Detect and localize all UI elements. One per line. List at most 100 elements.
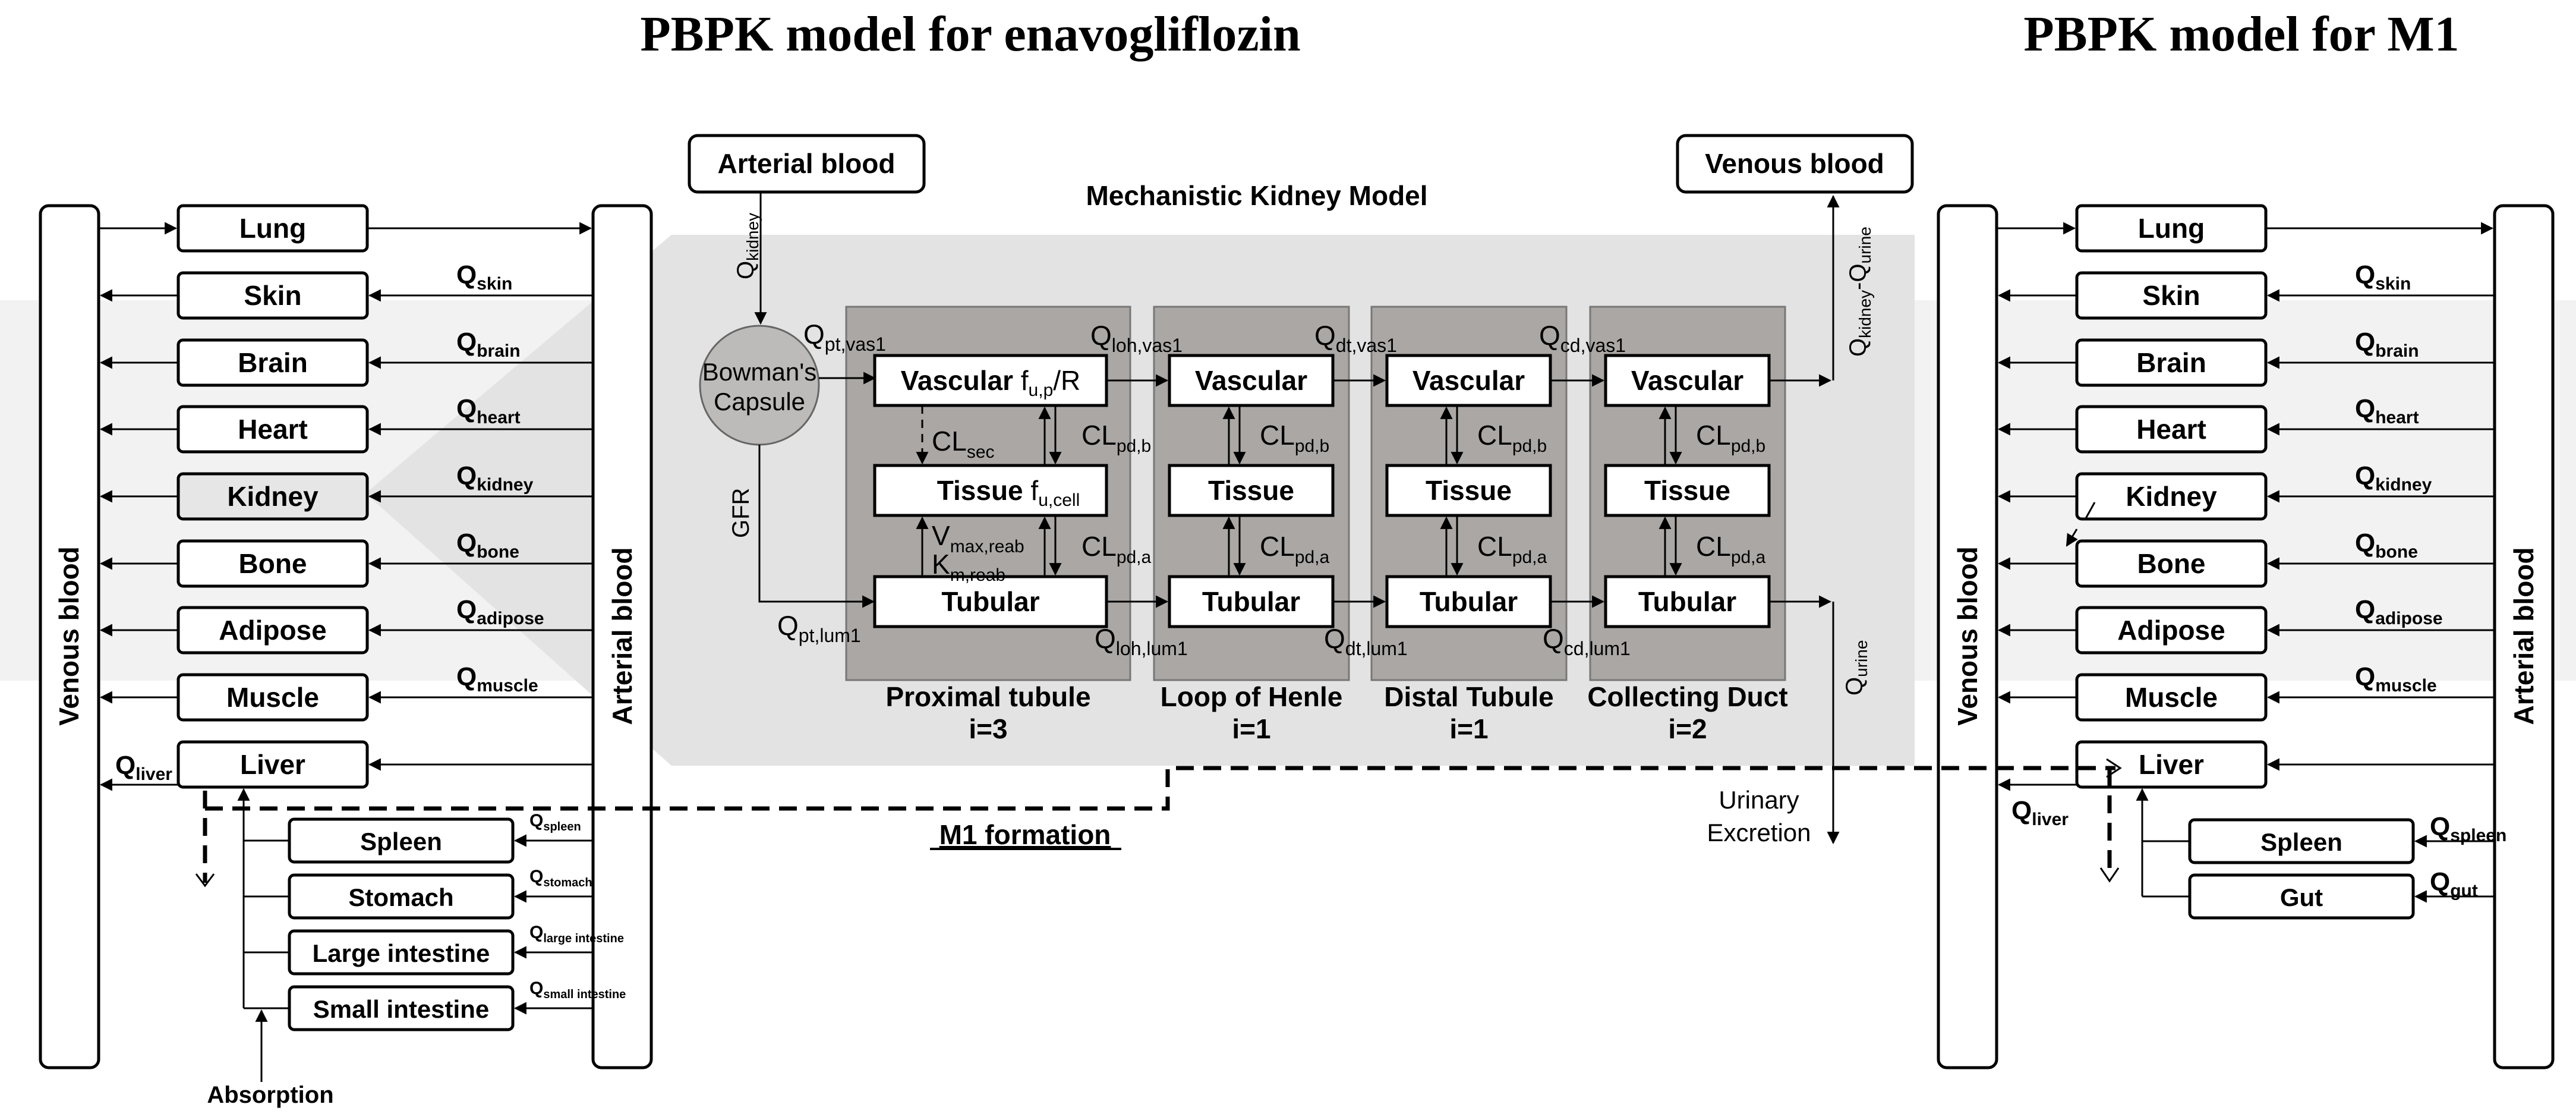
right-organ-list: LungSkinQskinBrainQbrainHeartQheartKidne… (1997, 204, 2495, 829)
pt-tissue-label: Tissue fu,cell (937, 475, 1080, 510)
pt-cl-pda-label: CLpd,a (1082, 531, 1152, 567)
loop-of-henle-i-label: i=1 (1232, 713, 1270, 744)
organ-skin-label: Skin (2142, 280, 2200, 311)
organ-liver-box (2075, 740, 2268, 789)
q-adipose-label: Qadipose (2355, 595, 2443, 628)
organ-adipose-label: Adipose (219, 615, 326, 646)
q-kidney-label: Qkidney (2355, 461, 2432, 495)
collecting-duct-q-lum1-label: Qcd,lum1 (1543, 623, 1631, 659)
distal-tubule-tubular-label: Tubular (1420, 586, 1518, 617)
left-arterial-column: Arterial blood (591, 204, 653, 1069)
right-kidney-arrow (2066, 528, 2078, 547)
loop-of-henle-q-lum1-label: Qloh,lum1 (1095, 623, 1188, 659)
q-muscle-label: Qmuscle (456, 662, 538, 696)
q-muscle-label: Qmuscle (2355, 662, 2437, 696)
title-main: PBPK model for enavogliflozin (640, 7, 1300, 62)
organ-bone-label: Bone (239, 548, 307, 579)
loop-of-henle-tissue-label: Tissue (1208, 475, 1294, 506)
urinary-line1: Urinary (1719, 786, 1799, 814)
pt-tubular-box (873, 575, 1108, 628)
title-m1: PBPK model for M1 (2023, 7, 2459, 62)
gfr-arrow (758, 445, 875, 608)
q-spleen-label: Qspleen (2430, 812, 2506, 845)
distal-tubule-name-label: Distal Tubule (1384, 681, 1553, 712)
right-kidney-mark (2085, 502, 2096, 519)
organ-muscle-label: Muscle (2125, 682, 2218, 713)
venous-blood-box: Venous blood (1676, 134, 1914, 194)
organ-liver-box (176, 740, 369, 789)
collecting-duct-q-vas1-label: Qcd,vas1 (1539, 320, 1626, 356)
q-bone-label: Qbone (456, 528, 519, 562)
gut-spleen-label: Spleen (2260, 828, 2342, 856)
gut-small-intestine-label: Small intestine (313, 995, 489, 1023)
organ-skin-label: Skin (244, 280, 301, 311)
collecting-duct-tissue-label: Tissue (1644, 475, 1730, 506)
m1-formation-label: M1 formation (939, 819, 1111, 850)
pt-cl-pdb-label: CLpd,b (1082, 420, 1151, 456)
pt-tubular-label: Tubular (941, 586, 1039, 617)
arterial-blood-box: Arterial blood (688, 134, 926, 194)
gut-stomach-label: Stomach (348, 883, 453, 911)
left-arterial-label: Arterial blood (607, 547, 638, 725)
q-heart-label: Qheart (456, 394, 521, 427)
collecting-duct-tissue-box (1604, 464, 1771, 517)
cl-sec-label: CLsec (932, 426, 995, 462)
distal-tubule-q-vas1-label: Qdt,vas1 (1314, 320, 1397, 356)
right-venous-label: Venous blood (1952, 546, 1983, 726)
km-label: Km,reab (932, 549, 1005, 585)
q-skin-label: Qskin (456, 260, 512, 294)
bowman-line1: Bowman's (702, 358, 816, 386)
gut-spleen-label: Spleen (360, 828, 442, 855)
q-heart-label: Qheart (2355, 394, 2419, 427)
urinary-line2: Excretion (1707, 819, 1811, 847)
q-liver-label: Qliver (115, 751, 172, 784)
q-kidney-label: Qkidney (733, 213, 762, 279)
organ-bone-label: Bone (2137, 548, 2206, 579)
loop-of-henle-tubular-box (1168, 575, 1335, 628)
collecting-duct-tubular-box (1604, 575, 1771, 628)
collecting-duct-i-label: i=2 (1668, 713, 1707, 744)
distal-tubule-vascular-label: Vascular (1412, 365, 1525, 396)
distal-tubule-tissue-label: Tissue (1426, 475, 1512, 506)
q-bone-label: Qbone (2355, 528, 2418, 562)
collecting-duct-cl-pdb-label: CLpd,b (1696, 420, 1765, 456)
distal-tubule-cl-pda-label: CLpd,a (1477, 531, 1547, 567)
q-gut-label: Qgut (2430, 867, 2478, 901)
m1-formation-dash (205, 766, 2115, 811)
pt-vascular-label: Vascular fu,p/R (901, 365, 1081, 400)
organ-adipose-label: Adipose (2117, 615, 2225, 646)
right-venous-column: Venous blood (1937, 204, 1998, 1069)
loop-of-henle-vascular-label: Vascular (1195, 365, 1307, 396)
q-adipose-label: Qadipose (456, 595, 544, 628)
pt-vascular-box (873, 354, 1108, 407)
q-stomach-label: Qstomach (529, 867, 592, 889)
gut-large-intestine-label: Large intestine (313, 939, 490, 967)
right-arterial-column: Arterial blood (2493, 204, 2555, 1069)
q-large-intestine-label: Qlarge intestine (529, 923, 624, 945)
q-liver-label: Qliver (2011, 796, 2069, 829)
organ-brain-label: Brain (2136, 347, 2206, 378)
q-brain-label: Qbrain (2355, 328, 2419, 361)
organ-heart-label: Heart (2136, 414, 2206, 445)
collecting-duct-tubular-label: Tubular (1638, 586, 1736, 617)
q-small-intestine-label: Qsmall intestine (529, 979, 626, 1001)
loop-of-henle-tissue-box (1168, 464, 1335, 517)
organ-liver-label: Liver (240, 749, 305, 780)
distal-tubule-i-label: i=1 (1449, 713, 1488, 744)
gut-gut-label: Gut (2280, 883, 2323, 911)
distal-tubule-cl-pdb-label: CLpd,b (1477, 420, 1547, 456)
bowmans-capsule: Bowman's Capsule (699, 325, 820, 446)
pt-tissue-box (873, 464, 1108, 517)
organ-kidney-label: Kidney (227, 481, 319, 512)
collecting-duct-cl-pda-label: CLpd,a (1696, 531, 1766, 567)
left-venous-column: Venous blood (39, 204, 100, 1069)
vmax-label: Vmax,reab (932, 520, 1024, 556)
right-arterial-label: Arterial blood (2508, 547, 2539, 725)
organ-liver-label: Liver (2139, 749, 2204, 780)
loop-of-henle-tubular-label: Tubular (1202, 586, 1300, 617)
